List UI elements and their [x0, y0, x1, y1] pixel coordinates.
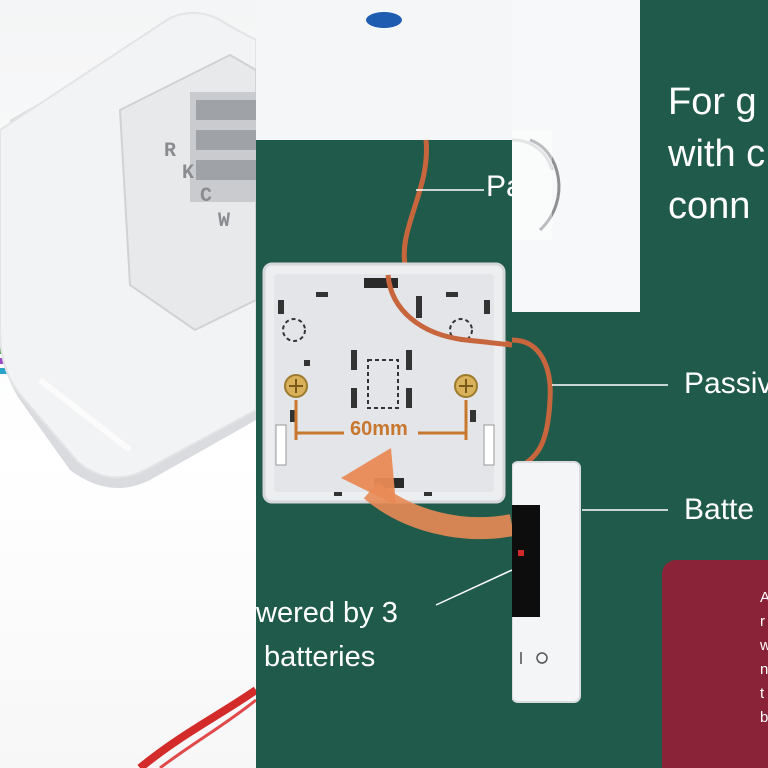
back-plate-illustration	[256, 0, 512, 606]
card-line-1: A	[760, 589, 768, 606]
card-line-4: n	[760, 661, 768, 678]
battery-info-card: A r w n t b	[662, 560, 768, 768]
thermostat-illustration	[512, 0, 732, 703]
back-plate-panel: 60mm Pa wered by 3 batteries	[256, 0, 512, 768]
card-line-3: w	[760, 637, 768, 654]
terminal-letter-w: W	[218, 210, 231, 233]
receiver-module-panel: R K C W	[0, 0, 256, 768]
terminal-letter-k: K	[182, 162, 195, 185]
label-passive: Passiv	[684, 367, 768, 400]
card-line-5: t	[760, 685, 765, 702]
card-line-2: r	[760, 613, 765, 630]
label-battery: Batte	[684, 493, 755, 526]
caption-line-2: batteries	[264, 641, 376, 673]
heading-line-3: conn	[668, 185, 751, 227]
terminal-letter-c: C	[200, 185, 213, 208]
mounting-distance-label: 60mm	[350, 418, 408, 440]
caption-line-1: wered by 3	[256, 597, 398, 629]
features-panel: For g with c conn Passiv Batte	[512, 0, 768, 768]
label-top: Pa	[486, 170, 512, 203]
card-line-6: b	[760, 709, 768, 726]
heading-line-1: For g	[668, 81, 757, 123]
terminal-letter-r: R	[164, 140, 177, 163]
heading-line-2: with c	[668, 133, 766, 175]
receiver-module-illustration	[0, 11, 256, 768]
